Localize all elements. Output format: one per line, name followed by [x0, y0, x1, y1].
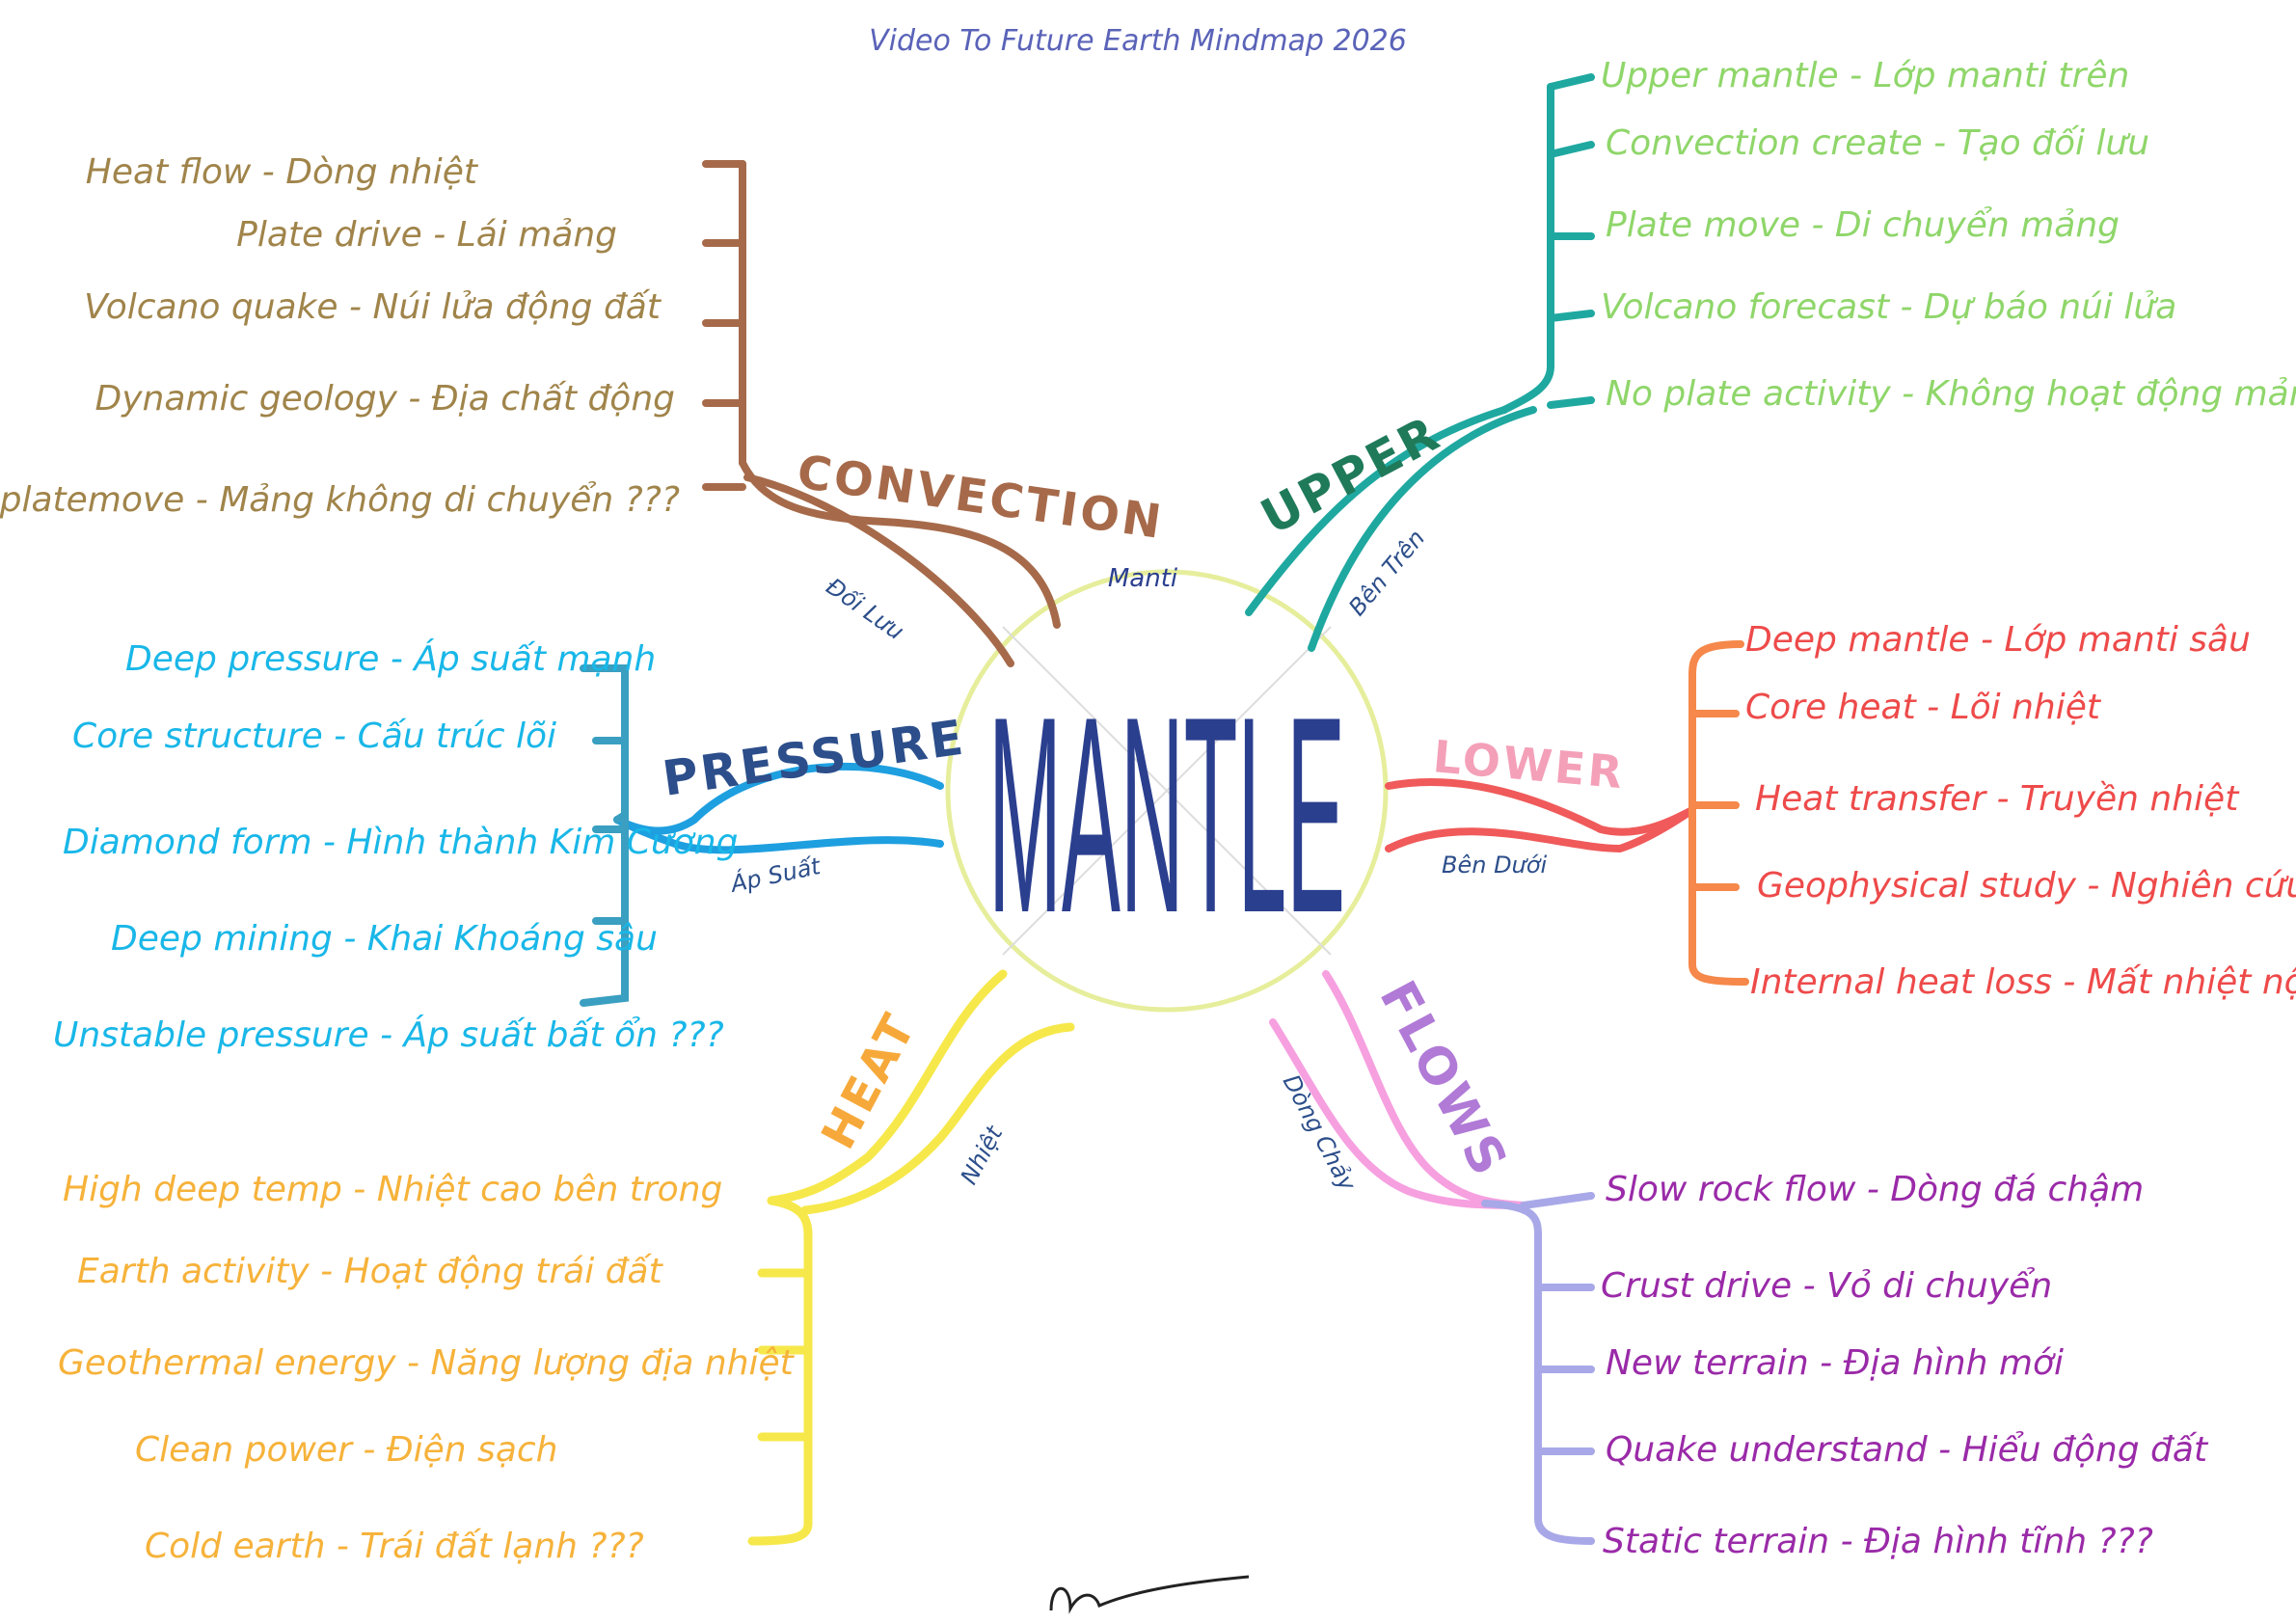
- upper-sublabel: Bên Trên: [1343, 525, 1430, 621]
- lower-item: Internal heat loss - Mất nhiệt nội ???: [1750, 962, 2296, 1002]
- pressure-sublabel: Áp Suất: [726, 852, 824, 899]
- upper-item: No plate activity - Không hoạt động mảng…: [1606, 374, 2296, 414]
- convection-item: Plate drive - Lái mảng: [236, 215, 617, 255]
- pressure-items: Deep pressure - Áp suất mạnh Core struct…: [53, 638, 738, 1055]
- branch-heat: HEAT Nhiệt High deep temp - Nhiệt cao bê…: [58, 969, 1075, 1566]
- flows-item: New terrain - Địa hình mới: [1606, 1343, 2064, 1383]
- pressure-item: Deep pressure - Áp suất mạnh: [125, 638, 656, 679]
- pressure-item: Core structure - Cấu trúc lõi: [72, 717, 556, 756]
- heat-item: Cold earth - Trái đất lạnh ???: [145, 1527, 644, 1566]
- flows-bracket: [1481, 1192, 1595, 1545]
- convection-sublabel: Đối Lưu: [822, 573, 909, 645]
- pressure-connector: [613, 762, 944, 854]
- upper-item: Upper mantle - Lớp manti trên: [1601, 56, 2129, 95]
- flows-item: Slow rock flow - Dòng đá chậm: [1606, 1170, 2144, 1209]
- upper-items: Upper mantle - Lớp manti trên Convection…: [1601, 56, 2296, 414]
- convection-item: Noplatemove - Mảng không di chuyển ???: [0, 480, 680, 520]
- convection-connector: [702, 160, 1061, 667]
- flows-sublabel: Dòng Chảy: [1278, 1070, 1362, 1197]
- branch-flows: FLOWS Dòng Chảy Slow rock flow - Dòng đá…: [1269, 970, 2209, 1561]
- lower-item: Deep mantle - Lớp manti sâu: [1745, 620, 2251, 660]
- lower-item: Core heat - Lõi nhiệt: [1745, 688, 2102, 727]
- lower-item: Geophysical study - Nghiên cứu địa vật l…: [1757, 866, 2296, 906]
- heat-connector: [747, 969, 1075, 1546]
- heat-item: High deep temp - Nhiệt cao bên trong: [63, 1170, 722, 1209]
- signature-mark: [1049, 1575, 1250, 1614]
- flows-item: Static terrain - Địa hình tĩnh ???: [1603, 1522, 2153, 1561]
- heat-item: Geothermal energy - Năng lượng địa nhiệt: [58, 1343, 796, 1383]
- upper-item: Volcano forecast - Dự báo núi lửa: [1601, 287, 2176, 327]
- heat-item: Earth activity - Hoạt động trái đất: [77, 1252, 664, 1291]
- center-ring: [945, 569, 1389, 1013]
- upper-item: Convection create - Tạo đối lưu: [1606, 123, 2149, 163]
- page-title: Video To Future Earth Mindmap 2026: [869, 24, 1407, 58]
- lower-label: LOWER: [1431, 730, 1627, 798]
- pressure-item: Deep mining - Khai Khoáng sâu: [111, 919, 658, 959]
- flows-item: Crust drive - Vỏ di chuyển: [1601, 1266, 2052, 1306]
- pressure-label: PRESSURE: [660, 709, 969, 806]
- pressure-item: Diamond form - Hình thành Kim Cương: [63, 823, 738, 862]
- lower-item: Heat transfer - Truyền nhiệt: [1755, 779, 2240, 819]
- convection-items: Heat flow - Dòng nhiệt Plate drive - Lái…: [0, 152, 680, 520]
- upper-item: Plate move - Di chuyển mảng: [1606, 205, 2120, 245]
- center-guide-line: [1002, 626, 1332, 956]
- lower-connector: [1385, 778, 1696, 853]
- center-label: MANTLE: [988, 659, 1345, 971]
- heat-sublabel: Nhiệt: [956, 1121, 1010, 1189]
- pressure-bracket: [580, 664, 629, 1007]
- branch-pressure: PRESSURE Áp Suất Deep pressure - Áp suất…: [53, 638, 969, 1055]
- convection-item: Volcano quake - Núi lửa động đất: [84, 287, 662, 327]
- convection-item: Heat flow - Dòng nhiệt: [86, 152, 479, 192]
- heat-items: High deep temp - Nhiệt cao bên trong Ear…: [58, 1170, 796, 1566]
- center-top-label: Manti: [1108, 564, 1178, 593]
- upper-connector: [1245, 73, 1595, 652]
- flows-items: Slow rock flow - Dòng đá chậm Crust driv…: [1601, 1170, 2209, 1561]
- convection-item: Dynamic geology - Địa chất động: [95, 379, 675, 419]
- branch-convection: CONVECTION Đối Lưu Heat flow - Dòng nhiệ…: [0, 152, 1167, 667]
- branch-upper: UPPER Bên Trên Upper mantle - Lớp manti …: [1245, 56, 2296, 652]
- lower-sublabel: Bên Dưới: [1442, 852, 1547, 879]
- heat-label: HEAT: [811, 1004, 927, 1158]
- lower-bracket: [1688, 640, 1749, 986]
- flows-item: Quake understand - Hiểu động đất: [1606, 1430, 2209, 1470]
- lower-items: Deep mantle - Lớp manti sâu Core heat - …: [1745, 620, 2296, 1002]
- pressure-item: Unstable pressure - Áp suất bất ổn ???: [53, 1014, 724, 1055]
- heat-item: Clean power - Điện sạch: [135, 1430, 558, 1470]
- center-node: MANTLE Manti: [945, 564, 1389, 1013]
- branch-lower: LOWER Bên Dưới Deep mantle - Lớp manti s…: [1385, 620, 2296, 1002]
- flows-label: FLOWS: [1368, 972, 1520, 1187]
